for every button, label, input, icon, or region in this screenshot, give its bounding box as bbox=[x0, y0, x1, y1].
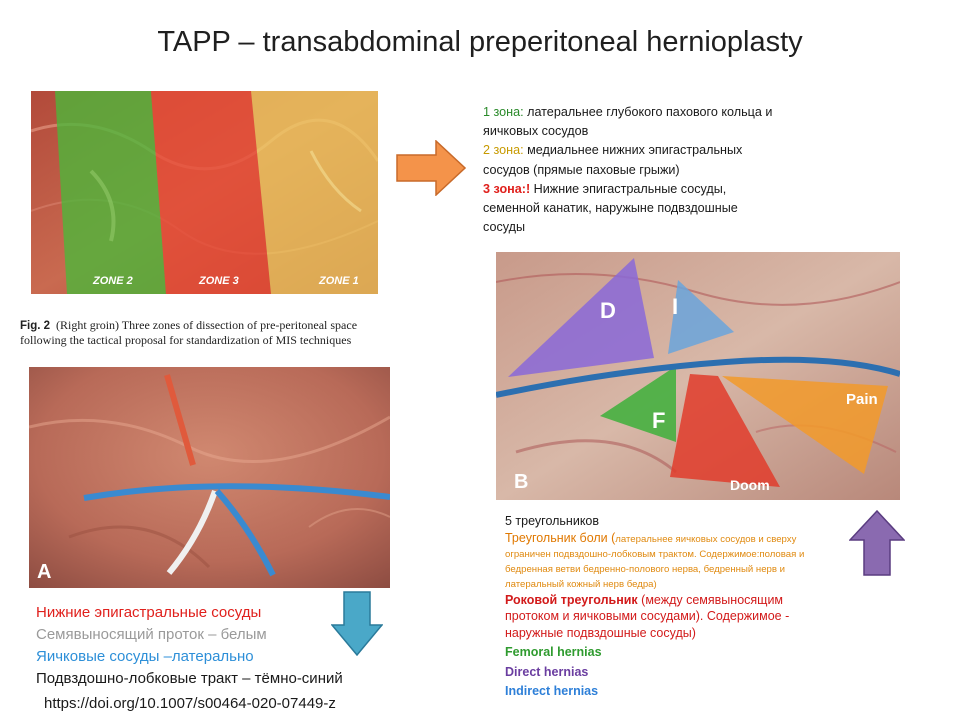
pain-triangle-text-2: ограничен подвздошно-лобковым трактом. С… bbox=[505, 548, 805, 560]
zone-3-text: Нижние эпигастральные сосуды, bbox=[533, 181, 727, 196]
page-title: TAPP – transabdominal preperitoneal hern… bbox=[157, 26, 803, 58]
triangle-indirect bbox=[668, 280, 734, 354]
triangle-label-doom: Doom bbox=[730, 477, 770, 493]
triangles-photo-illustration: D I F Pain Doom B bbox=[496, 252, 900, 500]
iliopubic-tract-line bbox=[496, 356, 900, 398]
zone-2-label: ZONE 2 bbox=[92, 275, 133, 287]
testicular-vessels-line bbox=[214, 489, 276, 577]
zones-dissection-photo: ZONE 2 ZONE 3 ZONE 1 bbox=[31, 91, 378, 294]
triangle-label-pain: Pain bbox=[846, 391, 878, 408]
panel-letter-b: B bbox=[514, 471, 528, 493]
triangle-pain bbox=[722, 376, 888, 474]
pain-triangle-text-4: латеральный кожный нерв бедра) bbox=[505, 578, 657, 590]
zones-photo-illustration: ZONE 2 ZONE 3 ZONE 1 bbox=[31, 91, 378, 294]
legend-iliopubic: Подвздошно-лобковые тракт – тёмно-синий bbox=[36, 670, 343, 687]
triangle-doom bbox=[670, 374, 780, 487]
arrow-up-icon bbox=[849, 510, 905, 576]
caption-fig-label: Fig. 2 bbox=[20, 320, 51, 332]
caption-text-line1: (Right groin) Three zones of dissection … bbox=[56, 318, 358, 332]
triangle-direct bbox=[508, 258, 654, 377]
legend-a: Нижние эпигастральные сосуды Семявыносящ… bbox=[36, 602, 396, 690]
anatomy-photo-a: A bbox=[29, 367, 390, 588]
zone-3-text-3: сосуды bbox=[483, 220, 526, 235]
pain-triangle-text-1: латеральнее яичковых сосудов и сверху bbox=[615, 533, 797, 545]
zone-1-text-2: яичковых сосудов bbox=[483, 124, 589, 139]
arrow-right-icon bbox=[396, 140, 466, 196]
caption-text-line2: following the tactical proposal for stan… bbox=[20, 333, 352, 347]
anatomy-photo-a-illustration: A bbox=[29, 367, 390, 588]
doom-triangle-text-3: наружные подвздошные сосуды) bbox=[505, 625, 696, 640]
panel-letter-a: A bbox=[37, 561, 51, 583]
epigastric-vessels-line bbox=[164, 374, 196, 466]
zone-2-label: 2 зона: bbox=[483, 143, 524, 158]
zone-2-overlay bbox=[55, 91, 166, 294]
doi-link[interactable]: https://doi.org/10.1007/s00464-020-07449… bbox=[44, 695, 336, 712]
zone-3-overlay bbox=[151, 91, 271, 294]
doom-triangle-heading: Роковой треугольник bbox=[505, 592, 638, 607]
legend-epigastric: Нижние эпигастральные сосуды bbox=[36, 604, 262, 621]
zone-3-label: 3 зона:! bbox=[483, 181, 531, 196]
zone-description-list: 1 зона: латеральнее глубокого пахового к… bbox=[483, 103, 828, 237]
zone-3-label: ZONE 3 bbox=[198, 275, 239, 287]
zone-1-label: 1 зона: bbox=[483, 105, 524, 119]
indirect-hernias-label: Indirect hernias bbox=[505, 684, 599, 698]
pain-triangle-text-3: бедренная ветви бедренно-полового нерва,… bbox=[505, 563, 785, 575]
arrow-down-icon bbox=[331, 591, 383, 656]
doom-triangle-text-1: (между семявыносящим bbox=[637, 592, 784, 607]
triangles-description: 5 треугольников Треугольник боли (латера… bbox=[505, 513, 860, 700]
triangle-label-i: I bbox=[672, 294, 678, 319]
zone-3-text-2: семенной канатик, наружыне подвздошные bbox=[483, 201, 738, 216]
zone-1-overlay bbox=[251, 91, 378, 294]
femoral-hernias-label: Femoral hernias bbox=[505, 645, 602, 659]
doom-triangle-text-2: протоком и яичковыми сосудами). Содержим… bbox=[505, 609, 790, 623]
triangle-femoral bbox=[600, 366, 676, 442]
pain-triangle-heading: Треугольник боли ( bbox=[505, 530, 616, 545]
zones-figure-caption: Fig. 2 (Right groin) Three zones of diss… bbox=[20, 318, 400, 347]
iliopubic-tract-line bbox=[83, 483, 390, 501]
triangle-label-d: D bbox=[600, 298, 616, 323]
zone-1-text: латеральнее глубокого пахового кольца и bbox=[527, 105, 773, 119]
vas-deferens-line bbox=[166, 490, 218, 575]
zone-2-text: медиальнее нижних эпигастральных bbox=[527, 143, 743, 158]
legend-vas: Семявыносящий проток – белым bbox=[36, 626, 267, 643]
zone-1-label: ZONE 1 bbox=[318, 275, 359, 287]
legend-testicular: Яичковые сосуды –латерально bbox=[36, 648, 254, 665]
triangle-label-f: F bbox=[652, 408, 665, 433]
zone-2-text-2: сосудов (прямые паховые грыжи) bbox=[483, 162, 680, 177]
direct-hernias-label: Direct hernias bbox=[505, 664, 589, 679]
triangles-photo: D I F Pain Doom B bbox=[496, 252, 900, 500]
triangles-heading: 5 треугольников bbox=[505, 514, 600, 528]
